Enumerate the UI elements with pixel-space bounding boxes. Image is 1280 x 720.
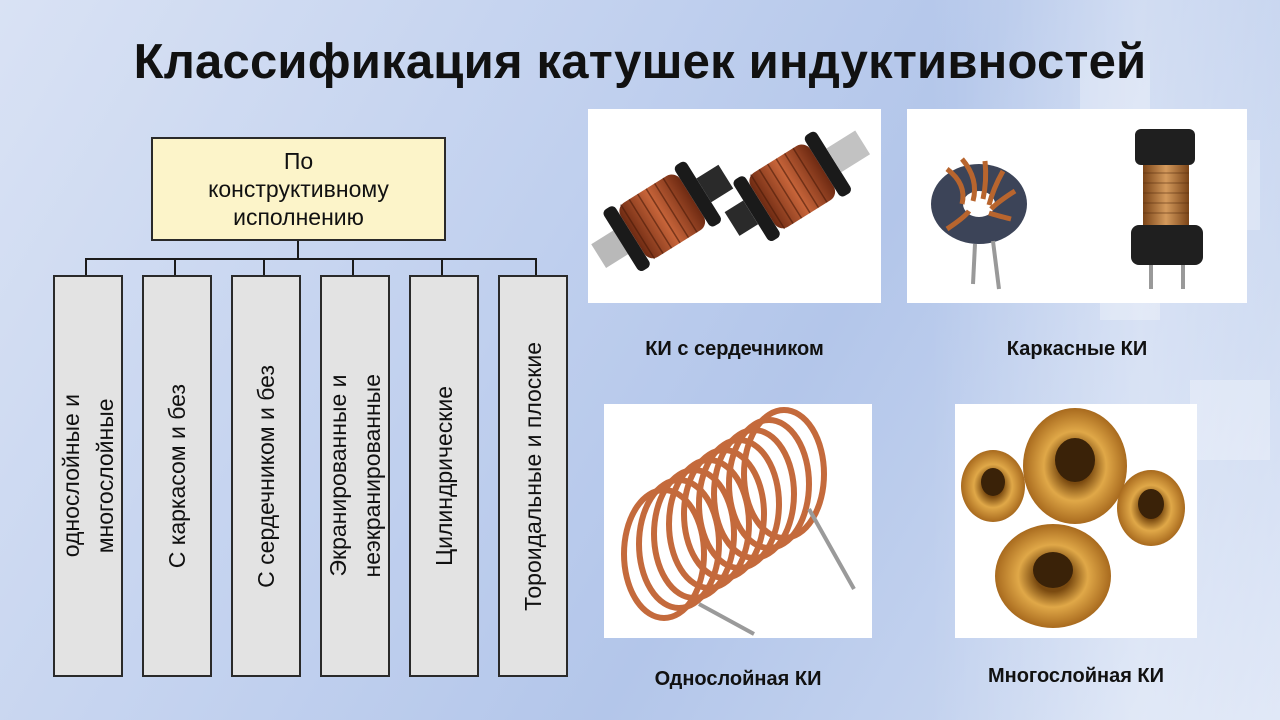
category-label: Тороидальные и плоские: [520, 341, 546, 611]
single-layer-coil-image: [604, 404, 872, 638]
category-box-cylindrical: Цилиндрические: [409, 275, 479, 677]
category-label: однослойные и: [58, 394, 84, 558]
connector-drop-4: [352, 258, 354, 276]
connector-drop-2: [174, 258, 176, 276]
category-label: многослойные: [92, 398, 118, 554]
category-label: неэкранированные: [359, 374, 385, 578]
category-label: С сердечником и без: [253, 364, 279, 588]
root-line-2: конструктивному: [208, 176, 389, 202]
multilayer-coil-image: [955, 404, 1197, 638]
category-box-shielded: Экранированные и неэкранированные: [320, 275, 390, 677]
connector-drop-5: [441, 258, 443, 276]
root-line-1: По: [283, 148, 314, 174]
category-box-frame: С каркасом и без: [142, 275, 212, 677]
core-inductor-caption: КИ с сердечником: [645, 338, 824, 360]
frame-inductor-caption: Каркасные КИ: [1006, 338, 1148, 360]
root-category-box: По конструктивному исполнению: [151, 137, 446, 241]
connector-drop-6: [535, 258, 537, 276]
category-label: Экранированные и: [325, 374, 351, 578]
multilayer-coil-caption: Многослойная КИ: [987, 665, 1165, 687]
category-box-core: С сердечником и без: [231, 275, 301, 677]
connector-drop-3: [263, 258, 265, 276]
connector-vertical-root: [297, 241, 299, 259]
page-title: Классификация катушек индуктивностей: [133, 35, 1147, 89]
frame-inductor-image: [907, 109, 1247, 303]
connector-drop-1: [85, 258, 87, 276]
category-label: Цилиндрические: [431, 386, 457, 566]
single-layer-coil-caption: Однослойная КИ: [654, 668, 822, 690]
category-label: С каркасом и без: [164, 383, 190, 569]
category-box-layers: однослойные и многослойные: [53, 275, 123, 677]
category-box-toroidal: Тороидальные и плоские: [498, 275, 568, 677]
connector-horizontal-bus: [85, 258, 537, 260]
root-line-3: исполнению: [233, 204, 364, 230]
core-inductor-image: [588, 109, 881, 303]
